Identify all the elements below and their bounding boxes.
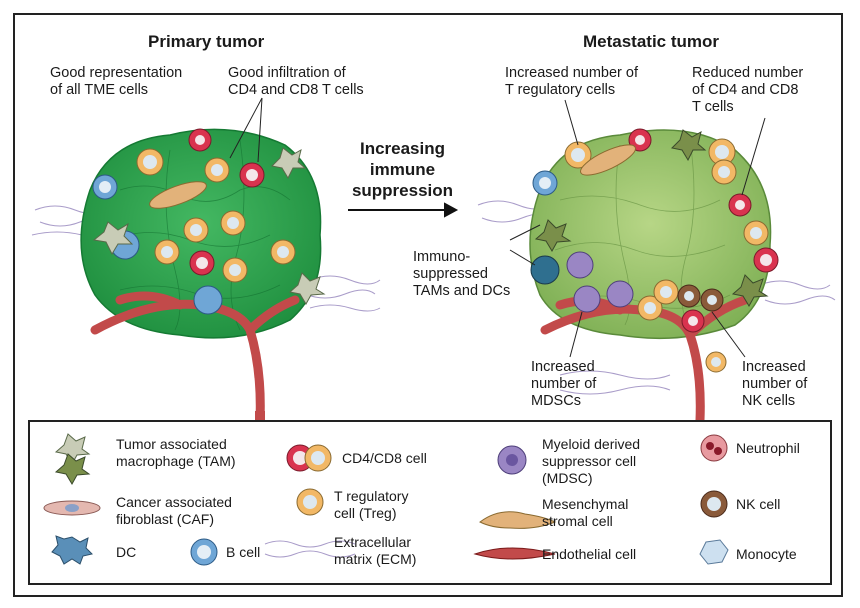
legend-tam-label: Tumor associated macrophage (TAM) bbox=[116, 436, 236, 469]
vessel-primary bbox=[90, 291, 300, 425]
ecm-icon bbox=[264, 540, 356, 558]
annotation-good-infiltration: Good infiltration of CD4 and CD8 T cells bbox=[228, 65, 364, 98]
legend-treg-label: T regulatory cell (Treg) bbox=[334, 488, 409, 521]
legend-nk-label: NK cell bbox=[736, 496, 781, 512]
neutrophil-icon bbox=[700, 434, 728, 462]
tam-icon bbox=[54, 433, 91, 465]
legend-bcell-label: B cell bbox=[226, 544, 261, 560]
metastatic-cells bbox=[530, 128, 779, 373]
legend-msc-label: Mesenchymal stromal cell bbox=[542, 496, 629, 529]
metastatic-tumor-title: Metastatic tumor bbox=[583, 32, 720, 51]
msc-icon bbox=[479, 511, 557, 529]
annotation-reduced-cd4-cd8: Reduced number of CD4 and CD8 T cells bbox=[692, 65, 804, 115]
callout-lines bbox=[229, 97, 766, 358]
annotation-increased-nk: Increased number of NK cells bbox=[742, 359, 808, 409]
legend-ecm-label: Extracellular matrix (ECM) bbox=[334, 534, 417, 567]
primary-cells bbox=[92, 128, 326, 315]
annotation-increased-treg: Increased number of T regulatory cells bbox=[505, 65, 638, 98]
endothelial-icon bbox=[473, 547, 556, 560]
legend-monocyte-label: Monocyte bbox=[736, 546, 797, 562]
annotation-good-representation: Good representation of all TME cells bbox=[50, 65, 183, 98]
arrow-label: Increasing immune suppression bbox=[351, 139, 454, 200]
legend-neutrophil-label: Neutrophil bbox=[736, 440, 800, 456]
legend-dc-label: DC bbox=[116, 544, 137, 560]
primary-tumor-title: Primary tumor bbox=[148, 32, 265, 51]
legend-mdsc-label: Myeloid derived suppressor cell (MDSC) bbox=[542, 436, 641, 486]
dc-icon bbox=[51, 535, 93, 565]
annotation-immunosuppressed: Immuno- suppressed TAMs and DCs bbox=[413, 249, 511, 299]
annotation-increased-mdsc: Increased number of MDSCs bbox=[531, 359, 597, 409]
legend-icons bbox=[43, 433, 729, 566]
legend-caf-label: Cancer associated fibroblast (CAF) bbox=[116, 494, 232, 527]
monocyte-icon bbox=[699, 539, 729, 565]
legend-box: Tumor associated macrophage (TAM) Cancer… bbox=[28, 420, 832, 585]
arrow-increasing bbox=[348, 202, 459, 218]
legend-endothelial-label: Endothelial cell bbox=[542, 546, 637, 562]
legend-cd4cd8-label: CD4/CD8 cell bbox=[342, 450, 427, 466]
